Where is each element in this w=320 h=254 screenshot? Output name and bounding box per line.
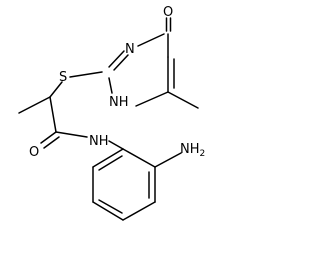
- bond-carbonyl-o: [40, 131, 57, 144]
- amine-label: NH2: [180, 142, 205, 159]
- amine-subscript: 2: [200, 149, 206, 159]
- bond-ar6-ar1-inner: [98, 155, 123, 171]
- bond-c6-methyl: [167, 91, 199, 109]
- structure-canvas: O N S NH O NH NH2: [18, 5, 205, 221]
- sulfur-label: S: [59, 70, 67, 85]
- bond-c2-s: [69, 71, 103, 78]
- nitrogen-ring-top-label: N: [125, 42, 135, 57]
- bond-n1-c6: [135, 91, 169, 107]
- amine-nh: NH: [180, 142, 200, 157]
- bond-n3-c2: [108, 50, 125, 68]
- molecule-diagram: O N S NH O NH NH2: [18, 5, 205, 221]
- bond-n3-c2-double: [113, 54, 129, 71]
- atom-labels: O N S NH O NH NH2: [29, 5, 205, 160]
- nitrogen-amide-label: NH: [89, 134, 109, 149]
- bond-ar4-ar5-inner: [98, 199, 123, 214]
- bond-s-ch: [49, 81, 63, 98]
- bonds: [18, 17, 199, 221]
- bond-ar6-ar1: [92, 148, 124, 168]
- bond-ch-carbonyl: [49, 96, 57, 133]
- bond-ar2-nh2: [154, 152, 182, 168]
- bond-n-aryl: [108, 140, 124, 150]
- oxygen-amide-label: O: [29, 145, 39, 160]
- bond-carbonyl-n: [55, 131, 88, 138]
- bond-ar4-ar5: [92, 201, 124, 221]
- bond-carbonyl-o-double: [43, 136, 60, 149]
- bond-ar1-ar2: [122, 148, 156, 168]
- bond-c4-n3: [137, 33, 165, 47]
- nitrogen-ring-h-label: NH: [109, 95, 129, 110]
- bond-ch-methyl: [18, 96, 51, 114]
- bond-ar3-ar4: [122, 201, 156, 221]
- bond-c2-n1: [108, 77, 113, 94]
- oxygen-ring-label: O: [163, 5, 173, 20]
